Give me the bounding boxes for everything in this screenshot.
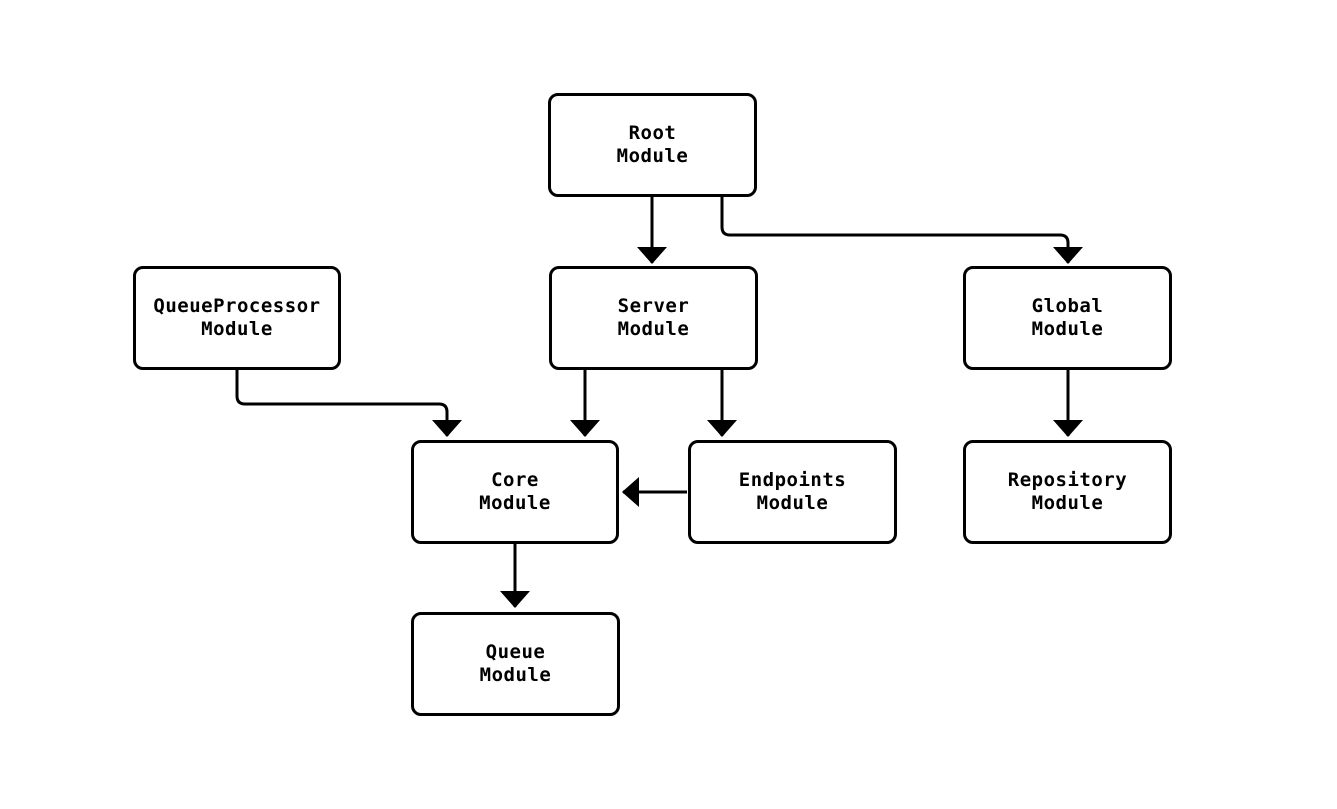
node-label-line1: Global bbox=[1031, 295, 1104, 317]
node-label-line2: Module bbox=[616, 145, 689, 167]
node-label-line2: Module bbox=[479, 492, 551, 514]
node-label-line1: Repository bbox=[1007, 469, 1128, 491]
node-label-line1: Queue bbox=[485, 641, 546, 663]
node-label-line2: Module bbox=[1031, 492, 1104, 514]
node-repository-module: Repository Module bbox=[963, 440, 1172, 544]
edge-rootmodule-globalmodule bbox=[720, 197, 1083, 264]
node-label-line1: QueueProcessor bbox=[153, 295, 321, 317]
node-label-line2: Module bbox=[617, 318, 690, 340]
node-label-line1: Server bbox=[617, 295, 690, 317]
node-queueprocessor-module: QueueProcessor Module bbox=[133, 266, 341, 370]
node-server-module: Server Module bbox=[549, 266, 758, 370]
node-core-module: Core Module bbox=[411, 440, 619, 544]
node-label-line2: Module bbox=[756, 492, 829, 514]
node-root-module: Root Module bbox=[548, 93, 757, 197]
edge-queueprocessormodule-coremodule bbox=[235, 370, 462, 437]
node-queue-module: Queue Module bbox=[411, 612, 620, 716]
node-label-line2: Module bbox=[201, 318, 273, 340]
node-label-line2: Module bbox=[1031, 318, 1104, 340]
node-label-line1: Endpoints bbox=[738, 469, 847, 491]
node-label-line1: Root bbox=[628, 122, 677, 144]
node-label-line1: Core bbox=[491, 469, 539, 491]
node-label-line2: Module bbox=[479, 664, 552, 686]
node-endpoints-module: Endpoints Module bbox=[688, 440, 897, 544]
node-global-module: Global Module bbox=[963, 266, 1172, 370]
